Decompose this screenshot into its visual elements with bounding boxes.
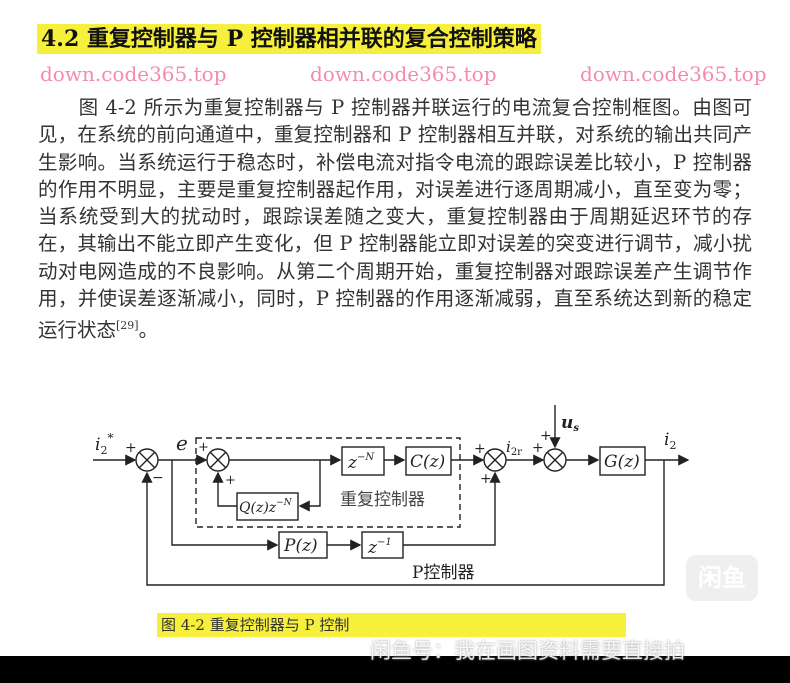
watermark: down.code365.top bbox=[310, 62, 497, 86]
repeat-controller-label: 重复控制器 bbox=[340, 490, 425, 510]
input-label: i2* bbox=[95, 431, 113, 457]
app-logo: 闲鱼 bbox=[686, 555, 758, 601]
section-title: 4.2 重复控制器与 P 控制器相并联的复合控制策略 bbox=[37, 24, 541, 54]
svg-text:−: − bbox=[152, 470, 164, 486]
svg-text:+: + bbox=[225, 473, 236, 488]
i2r-label: i2r bbox=[506, 438, 522, 458]
paragraph-text: 图 4-2 所示为重复控制器与 P 控制器并联运行的电流复合控制框图。由图可见，… bbox=[38, 96, 752, 342]
svg-text:+: + bbox=[125, 440, 137, 456]
p-controller-label: P控制器 bbox=[412, 563, 474, 583]
zN-label: z−N bbox=[347, 452, 375, 473]
output-label: i2 bbox=[664, 430, 676, 452]
Gz-label: G(z) bbox=[604, 452, 640, 472]
block-diagram: i2* + − e + + z−N C(z) Q(z)z−N 重复控制器 P(z… bbox=[93, 405, 690, 586]
error-label: e bbox=[176, 431, 188, 455]
Cz-block bbox=[405, 446, 452, 476]
z1-label: z−1 bbox=[367, 537, 392, 558]
overlay-text: 闲鱼号：我在画图资料需要直接拍 bbox=[370, 639, 685, 663]
body-paragraph: 图 4-2 所示为重复控制器与 P 控制器并联运行的电流复合控制框图。由图可见，… bbox=[38, 94, 752, 344]
svg-text:+: + bbox=[480, 471, 492, 487]
watermark: down.code365.top bbox=[40, 62, 227, 86]
svg-text:+: + bbox=[474, 441, 486, 457]
paragraph-end: 。 bbox=[138, 318, 159, 342]
zN-block bbox=[341, 446, 385, 476]
Qz-label: Q(z)z−N bbox=[239, 498, 293, 516]
watermark: down.code365.top bbox=[580, 62, 767, 86]
svg-text:+: + bbox=[532, 440, 544, 456]
Qz-block bbox=[236, 492, 299, 521]
Pz-label: P(z) bbox=[283, 536, 318, 556]
us-label: us bbox=[561, 413, 579, 434]
figure-caption: 图 4-2 重复控制器与 P 控制 bbox=[157, 613, 626, 637]
svg-text:+: + bbox=[540, 428, 552, 444]
repeat-controller-box bbox=[195, 437, 461, 528]
Cz-label: C(z) bbox=[410, 452, 445, 472]
svg-text:+: + bbox=[198, 440, 209, 455]
Gz-block bbox=[599, 446, 646, 476]
citation: [29] bbox=[116, 319, 139, 333]
feedback-line bbox=[141, 460, 665, 586]
bottom-bar bbox=[0, 656, 790, 683]
